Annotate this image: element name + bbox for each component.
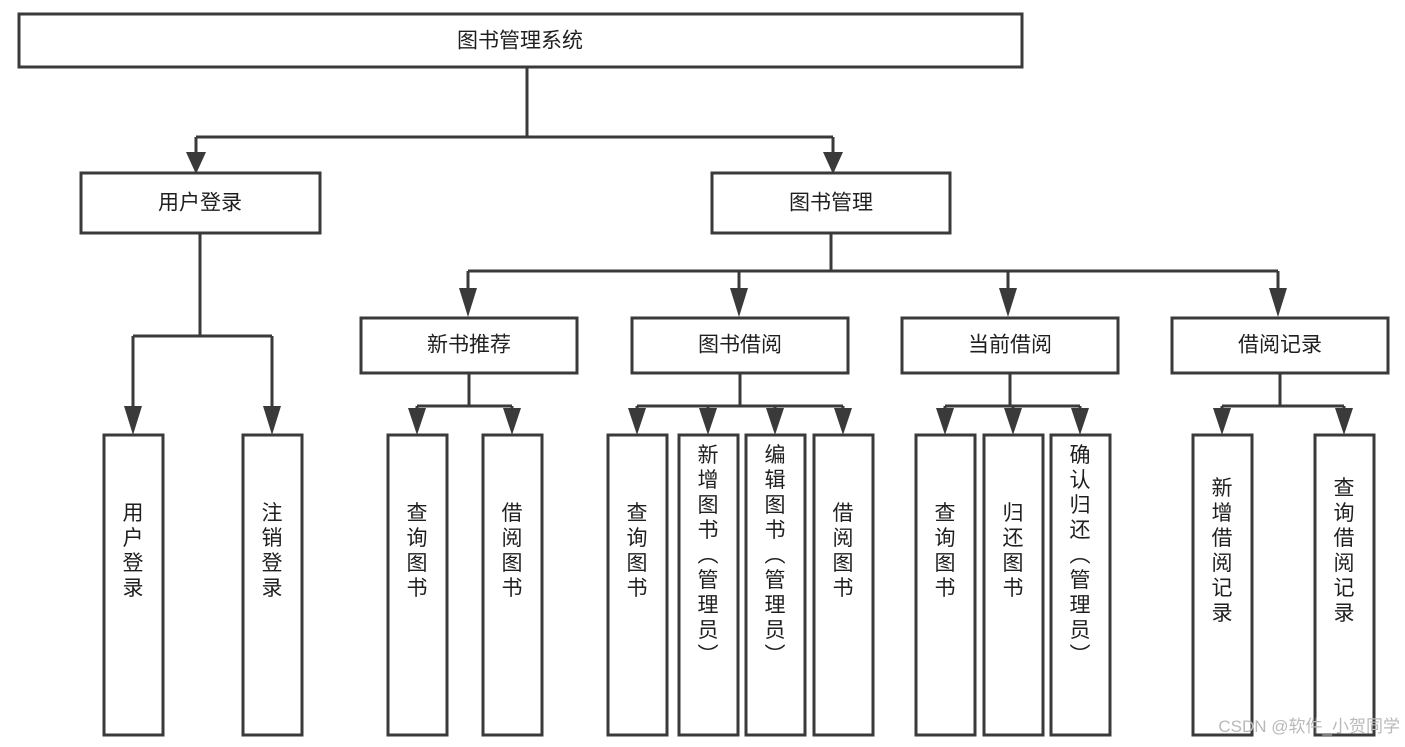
arrowhead-leaf-confirm-return	[1071, 408, 1089, 435]
node-user-login-label: 用户登录	[158, 192, 242, 215]
node-leaf-query-record-label: 查询借阅记录	[1334, 477, 1355, 625]
node-leaf-confirm-return[interactable]: 确认归还︵管理员︶	[1049, 433, 1112, 737]
arrowhead-new-book-recommend	[459, 288, 477, 317]
arrowhead-leaf-borrow-book-2	[834, 408, 852, 435]
node-leaf-query-record-box[interactable]	[1313, 433, 1376, 737]
node-leaf-confirm-return-box[interactable]	[1049, 433, 1112, 737]
arrowhead-leaf-borrow-book-1	[503, 408, 521, 435]
node-leaf-logout-login-box[interactable]	[241, 433, 304, 737]
node-root-box[interactable]	[17, 12, 1024, 69]
node-current-borrow-label: 当前借阅	[968, 334, 1052, 357]
arrowhead-borrow-record	[1269, 288, 1287, 317]
node-leaf-add-record[interactable]: 新增借阅记录	[1191, 433, 1254, 737]
node-leaf-borrow-book-2-label: 借阅图书	[833, 502, 854, 600]
node-book-management-label: 图书管理	[789, 192, 873, 215]
arrowhead-leaf-user-login	[124, 406, 142, 435]
arrowhead-user-login	[186, 152, 206, 174]
node-leaf-query-book-3-box[interactable]	[914, 433, 977, 737]
arrowhead-current-borrow	[999, 288, 1017, 317]
node-new-book-recommend-box[interactable]	[359, 316, 579, 375]
node-leaf-query-book-2-label: 查询图书	[627, 502, 648, 600]
node-book-management[interactable]: 图书管理	[710, 171, 952, 235]
node-leaf-user-login[interactable]: 用户登录	[102, 433, 165, 737]
arrowhead-leaf-query-book-1	[408, 408, 426, 435]
arrowhead-book-management	[823, 152, 843, 174]
node-book-borrow[interactable]: 图书借阅	[630, 316, 850, 375]
node-leaf-confirm-return-label: 确认归还︵管理员︶	[1070, 444, 1091, 667]
node-root-label: 图书管理系统	[457, 30, 583, 53]
node-new-book-recommend-label: 新书推荐	[427, 334, 511, 357]
node-leaf-query-book-2[interactable]: 查询图书	[606, 433, 669, 737]
node-leaf-query-book-1-box[interactable]	[386, 433, 449, 737]
node-borrow-record-box[interactable]	[1170, 316, 1390, 375]
node-leaf-add-book-box[interactable]	[677, 433, 740, 737]
arrowhead-leaf-query-book-3	[936, 408, 954, 435]
node-leaf-borrow-book-1-label: 借阅图书	[502, 502, 523, 600]
arrowhead-leaf-add-book	[699, 408, 717, 435]
node-book-borrow-box[interactable]	[630, 316, 850, 375]
node-user-login[interactable]: 用户登录	[79, 171, 322, 235]
node-leaf-borrow-book-2-box[interactable]	[812, 433, 875, 737]
node-leaf-add-record-box[interactable]	[1191, 433, 1254, 737]
arrowhead-leaf-add-record	[1213, 408, 1231, 435]
node-leaf-logout-login[interactable]: 注销登录	[241, 433, 304, 737]
node-borrow-record-label: 借阅记录	[1238, 334, 1322, 357]
arrowhead-leaf-logout-login	[263, 406, 281, 435]
node-leaf-add-book[interactable]: 新增图书︵管理员︶	[677, 433, 740, 737]
arrowhead-leaf-query-record	[1335, 408, 1353, 435]
node-current-borrow-box[interactable]	[900, 316, 1120, 375]
node-leaf-user-login-box[interactable]	[102, 433, 165, 737]
node-leaf-edit-book-box[interactable]	[744, 433, 807, 737]
node-leaf-logout-login-label: 注销登录	[262, 502, 283, 600]
node-leaf-borrow-book-1[interactable]: 借阅图书	[481, 433, 544, 737]
arrowhead-book-borrow	[730, 288, 748, 317]
node-leaf-edit-book[interactable]: 编辑图书︵管理员︶	[744, 433, 807, 737]
node-leaf-return-book[interactable]: 归还图书	[982, 433, 1045, 737]
node-leaf-borrow-book-2[interactable]: 借阅图书	[812, 433, 875, 737]
arrowhead-leaf-edit-book	[766, 408, 784, 435]
node-leaf-borrow-book-1-box[interactable]	[481, 433, 544, 737]
node-leaf-query-book-3-label: 查询图书	[935, 502, 956, 600]
node-leaf-query-book-1-label: 查询图书	[407, 502, 428, 600]
node-new-book-recommend[interactable]: 新书推荐	[359, 316, 579, 375]
node-leaf-return-book-box[interactable]	[982, 433, 1045, 737]
watermark-label: CSDN @软件_小贺同学	[1218, 717, 1400, 736]
node-leaf-add-record-label: 新增借阅记录	[1212, 477, 1233, 625]
arrowhead-leaf-query-book-2	[628, 408, 646, 435]
node-leaf-user-login-label: 用户登录	[123, 502, 144, 600]
node-leaf-edit-book-label: 编辑图书︵管理员︶	[765, 444, 786, 667]
node-current-borrow[interactable]: 当前借阅	[900, 316, 1120, 375]
node-leaf-query-book-1[interactable]: 查询图书	[386, 433, 449, 737]
arrowhead-leaf-return-book	[1004, 408, 1022, 435]
node-root[interactable]: 图书管理系统	[17, 12, 1024, 69]
node-leaf-query-book-3[interactable]: 查询图书	[914, 433, 977, 737]
node-leaf-return-book-label: 归还图书	[1003, 502, 1024, 600]
node-leaf-query-book-2-box[interactable]	[606, 433, 669, 737]
node-book-management-box[interactable]	[710, 171, 952, 235]
node-leaf-query-record[interactable]: 查询借阅记录	[1313, 433, 1376, 737]
node-book-borrow-label: 图书借阅	[698, 334, 782, 357]
node-leaf-add-book-label: 新增图书︵管理员︶	[698, 444, 719, 667]
node-borrow-record[interactable]: 借阅记录	[1170, 316, 1390, 375]
